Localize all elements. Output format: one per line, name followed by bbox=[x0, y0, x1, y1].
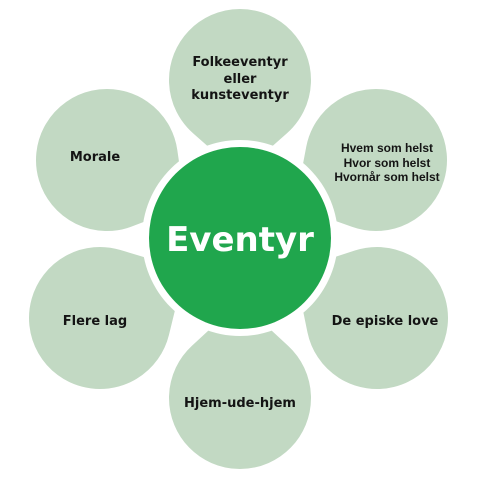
center-title: Eventyr bbox=[166, 220, 314, 260]
petal-label-lower-left: Flere lag bbox=[62, 313, 128, 329]
petal-label-upper-left: Morale bbox=[69, 149, 121, 165]
petal-upper-left bbox=[34, 87, 188, 233]
petal-label-lower-right: De episke love bbox=[331, 313, 439, 329]
center-circle bbox=[149, 147, 331, 329]
petal-lower-right bbox=[292, 245, 450, 391]
petal-label-top: Folkeeventyr eller kunsteventyr bbox=[191, 55, 289, 104]
petal-label-upper-right: Hvem som helst Hvor som helst Hvornår so… bbox=[334, 141, 440, 185]
petal-top bbox=[167, 7, 313, 178]
petal-bottom bbox=[167, 298, 313, 471]
petal-upper-right bbox=[292, 87, 449, 233]
petal-label-bottom: Hjem-ude-hjem bbox=[184, 395, 296, 411]
petal-lower-left bbox=[27, 245, 188, 391]
